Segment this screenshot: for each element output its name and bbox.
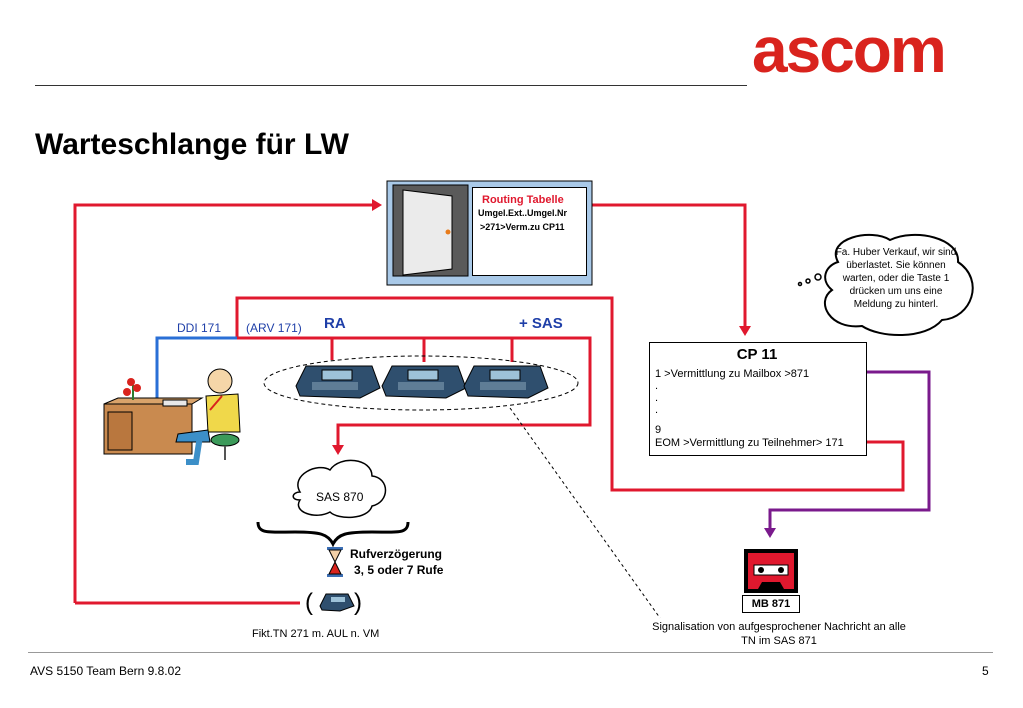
delay-values: 3, 5 oder 7 Rufe bbox=[354, 563, 444, 577]
routing-to-cp-line bbox=[592, 203, 747, 328]
curly-brace-icon bbox=[256, 521, 410, 548]
delay-title: Rufverzögerung bbox=[350, 547, 443, 561]
arv-label: (ARV 171) bbox=[246, 321, 302, 335]
routing-table-entry: >271>Verm.zu CP11 bbox=[480, 222, 565, 232]
signal-dashed-line bbox=[509, 407, 661, 619]
ascom-logo: ascom bbox=[752, 14, 947, 86]
arrow-to-cp bbox=[739, 326, 751, 336]
cp11-line: 1 >Vermittlung zu Mailbox >871 bbox=[655, 368, 810, 380]
slide-title: Warteschlange für LW bbox=[35, 128, 349, 161]
speech-bubble bbox=[797, 233, 974, 336]
mailbox-label: MB 871 bbox=[742, 595, 800, 613]
routing-table-header: Umgel.Ext..Umgel.Nr bbox=[478, 208, 568, 218]
phone-icon bbox=[295, 365, 381, 399]
sas-label: + SAS bbox=[519, 315, 563, 332]
hourglass-icon bbox=[327, 547, 343, 577]
ra-label: RA bbox=[324, 315, 346, 332]
cp11-line: EOM >Vermittlung zu Teilnehmer> 171 bbox=[655, 437, 844, 449]
arrow-to-routing bbox=[372, 199, 382, 211]
cp11-line: . bbox=[655, 380, 659, 392]
cp11-line: 9 bbox=[655, 424, 662, 436]
signalisation-text: Signalisation von aufgesprochener Nachri… bbox=[652, 621, 906, 647]
purple-mailbox-line bbox=[764, 370, 931, 538]
phone-icon bbox=[381, 365, 467, 399]
mailbox-cassette-icon bbox=[744, 549, 798, 593]
ra-group-ellipse bbox=[263, 355, 579, 411]
return-line bbox=[73, 203, 372, 603]
footer-rule bbox=[28, 652, 993, 653]
ddi-blue-line bbox=[155, 336, 237, 402]
cp11-box bbox=[649, 342, 867, 456]
sas-cloud-icon bbox=[292, 459, 387, 519]
fikt-phone-icon bbox=[319, 593, 355, 612]
arrow-to-sas bbox=[332, 445, 344, 455]
footer-text: AVS 5150 Team Bern 9.8.02 bbox=[30, 664, 181, 678]
sas-cloud-label: SAS 870 bbox=[316, 490, 364, 504]
paren-close: ) bbox=[354, 589, 362, 616]
page-number: 5 bbox=[982, 664, 989, 678]
routing-table-title: Routing Tabelle bbox=[482, 194, 564, 206]
cp11-line: . bbox=[655, 404, 659, 416]
cp11-line: . bbox=[655, 392, 659, 404]
phone-icon bbox=[463, 365, 549, 399]
cp11-title: CP 11 bbox=[736, 346, 778, 363]
routing-table-box bbox=[472, 187, 587, 276]
person-at-desk-icon bbox=[103, 368, 241, 465]
header-rule bbox=[35, 85, 747, 86]
paren-open: ( bbox=[305, 589, 313, 616]
fikt-label: Fikt.TN 271 m. AUL n. VM bbox=[252, 628, 380, 640]
red-call-lines bbox=[73, 199, 905, 605]
ddi-label: DDI 171 bbox=[177, 321, 222, 335]
cp-loop-line bbox=[235, 296, 905, 492]
speech-bubble-text: Fa. Huber Verkauf, wir sind überlastet. … bbox=[835, 247, 957, 310]
door-icon bbox=[402, 189, 453, 276]
group-to-sas-line bbox=[237, 336, 592, 447]
